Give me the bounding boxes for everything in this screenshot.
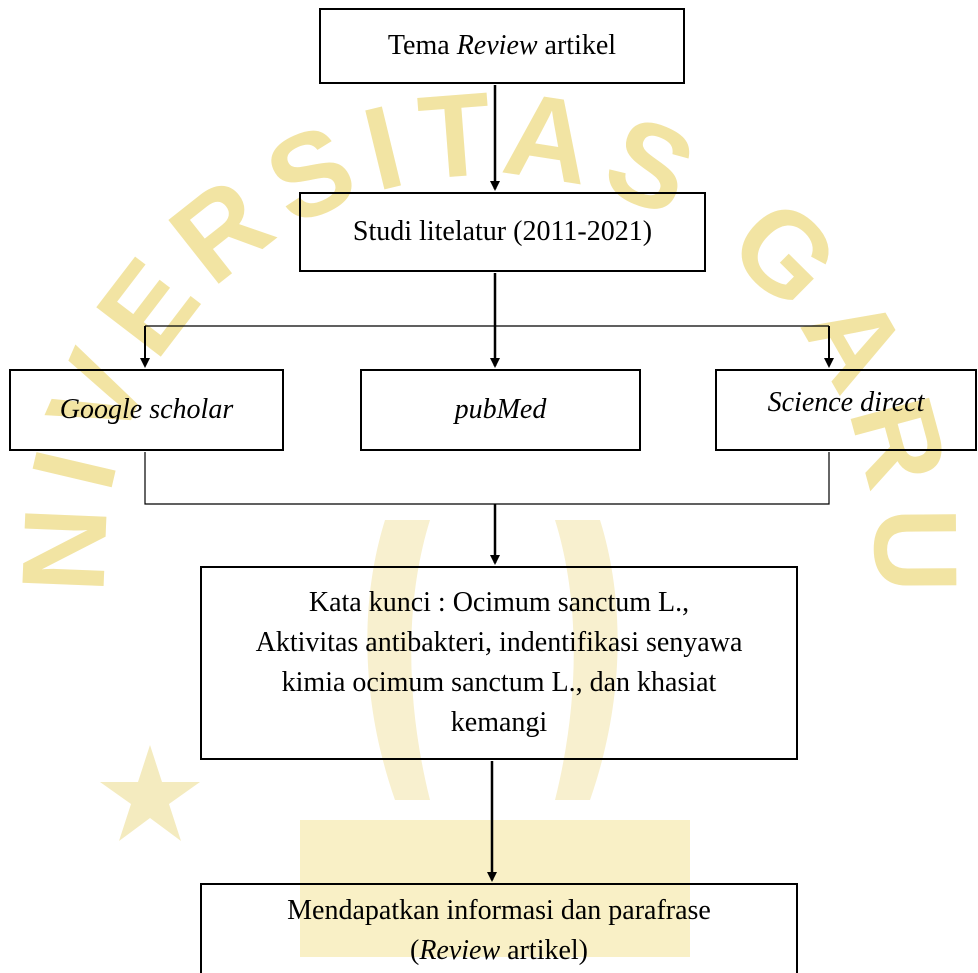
node-science-label: Science direct	[767, 387, 925, 418]
node-result: Mendapatkan informasi dan parafrase (Rev…	[200, 883, 798, 973]
node-pubmed: pubMed	[360, 369, 641, 451]
node-google-label: Google scholar	[59, 394, 234, 425]
node-google-scholar: Google scholar	[9, 369, 284, 451]
node-topic: Tema Review artikel	[319, 8, 685, 84]
keywords-line: Kata kunci : Ocimum sanctum L.,	[308, 587, 690, 618]
keywords-line: Aktivitas antibakteri, indentifikasi sen…	[255, 627, 743, 658]
result-line-2: (Review artikel)	[409, 935, 588, 966]
node-study-label: Studi litelatur (2011-2021)	[352, 216, 653, 247]
node-literature-study: Studi litelatur (2011-2021)	[299, 192, 706, 272]
watermark-emblem-left	[367, 520, 430, 800]
node-topic-label: Tema Review artikel	[387, 30, 617, 61]
node-science-direct: Science direct	[715, 369, 977, 451]
result-line-1: Mendapatkan informasi dan parafrase	[287, 895, 711, 926]
keywords-line: kimia ocimum sanctum L., dan khasiat	[281, 667, 717, 698]
merge-bracket	[144, 452, 830, 505]
node-keywords-text: Kata kunci : Ocimum sanctum L., Aktivita…	[256, 583, 743, 743]
watermark-emblem-base	[300, 820, 690, 957]
watermark-emblem-right	[555, 520, 618, 800]
node-result-text: Mendapatkan informasi dan parafrase (Rev…	[287, 891, 711, 971]
keywords-line: kemangi	[450, 707, 548, 738]
watermark-star-icon	[100, 745, 200, 841]
node-pubmed-label: pubMed	[454, 394, 547, 425]
node-keywords: Kata kunci : Ocimum sanctum L., Aktivita…	[200, 566, 798, 760]
